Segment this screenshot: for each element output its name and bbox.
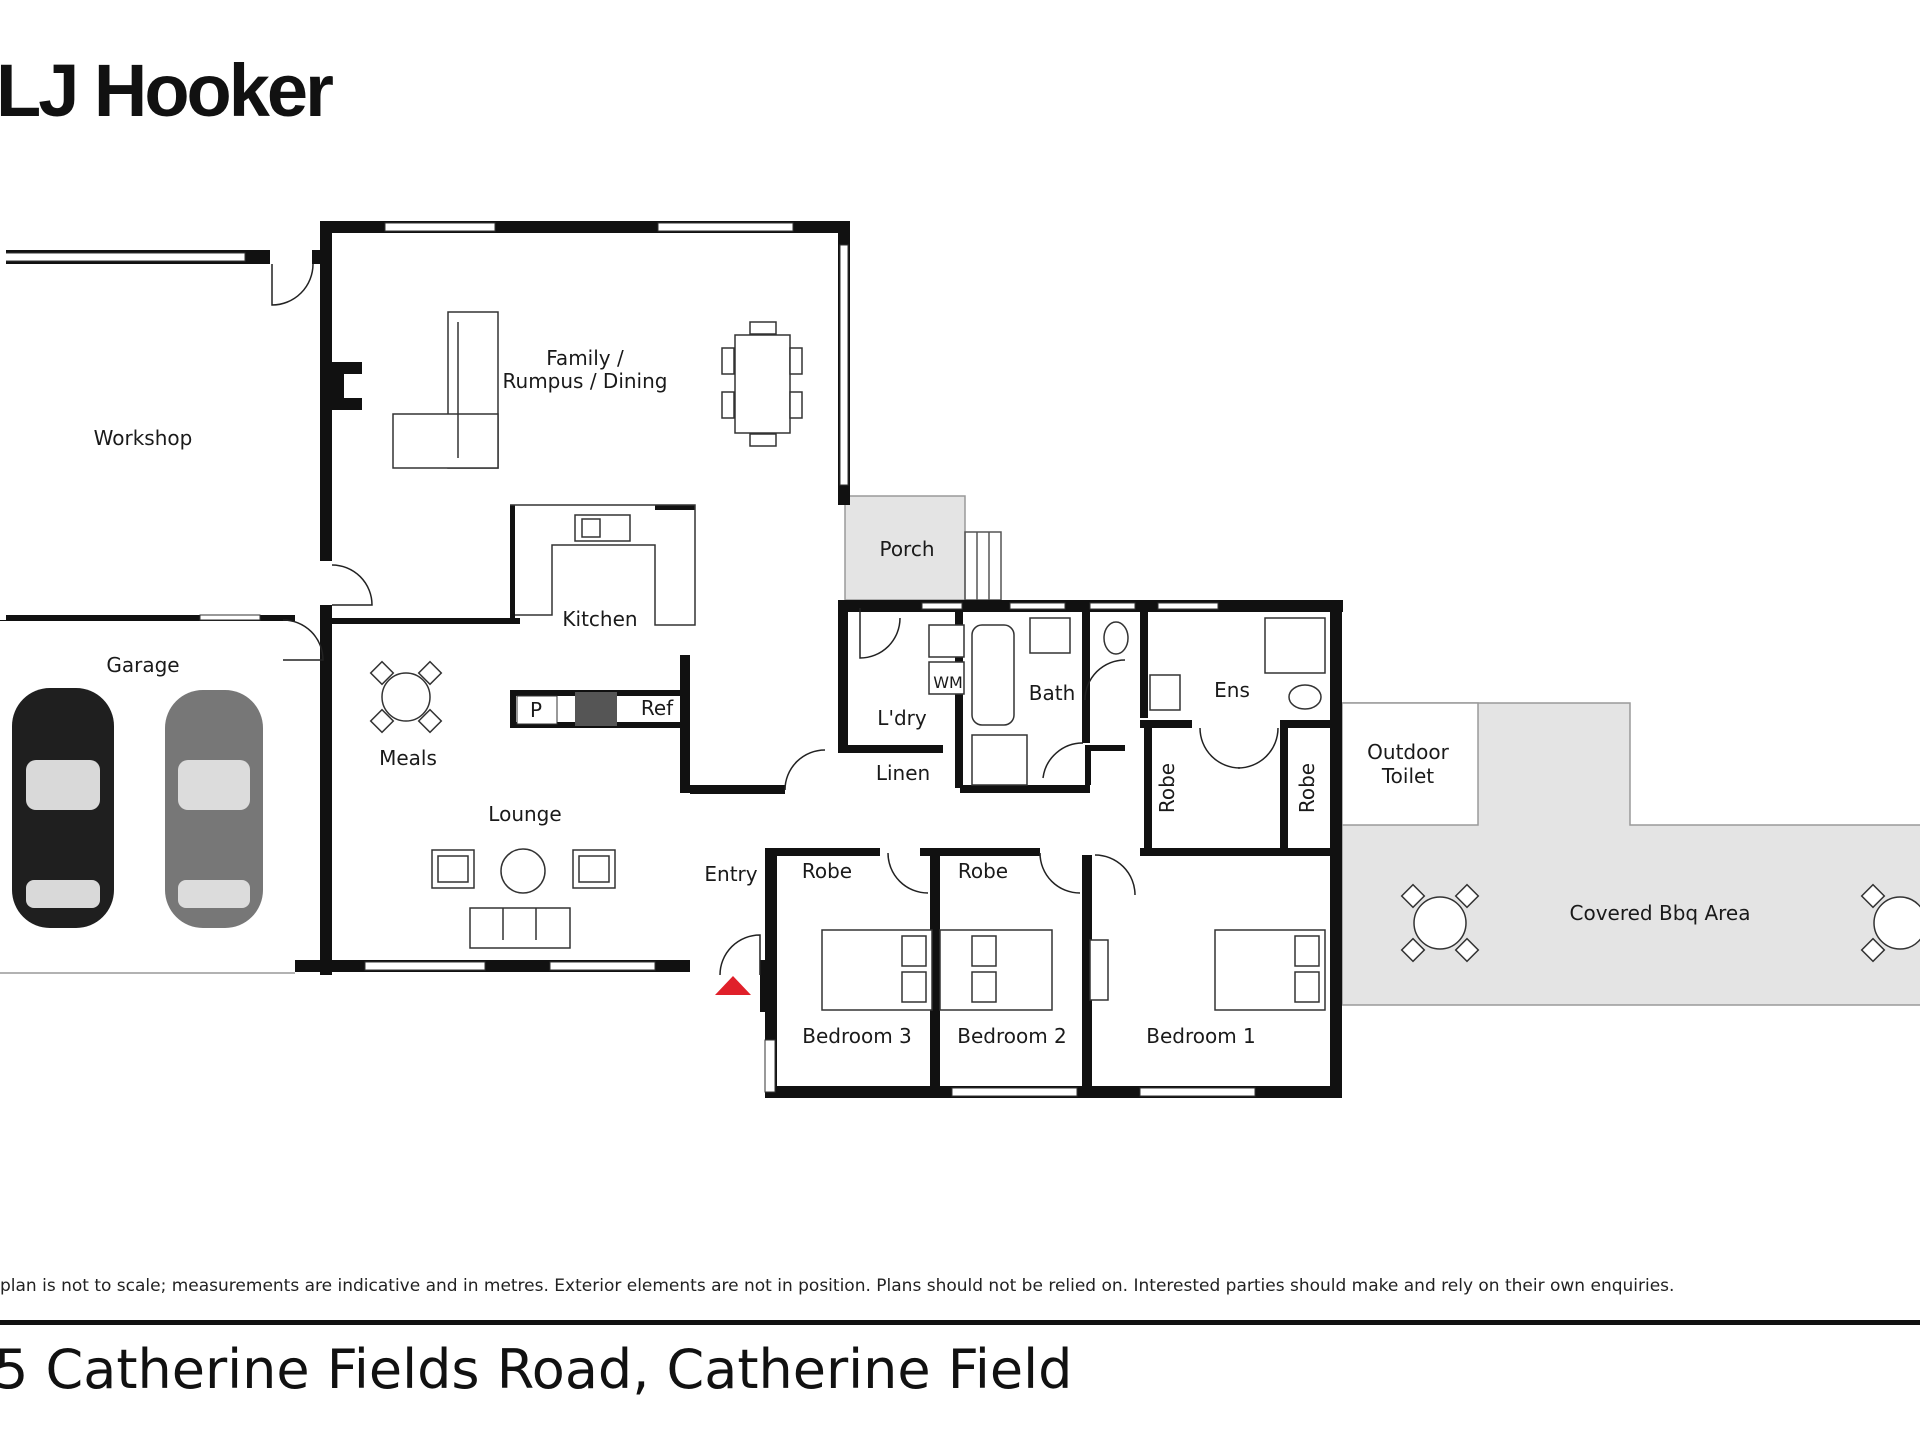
label-linen: Linen <box>876 761 930 785</box>
lounge-furniture <box>431 848 616 949</box>
bbq-tables <box>1400 883 1920 963</box>
beds <box>821 929 1326 1011</box>
label-pantry: P <box>530 698 542 722</box>
porch-area <box>844 495 966 601</box>
garage-cars <box>12 688 263 928</box>
brand-logo: LJ Hooker <box>0 49 334 132</box>
label-entry: Entry <box>704 862 757 886</box>
label-robe-ens: Robe <box>1295 763 1319 813</box>
meals-table <box>369 660 443 734</box>
door-swings <box>271 263 1279 976</box>
label-porch: Porch <box>879 537 934 561</box>
property-address: 5 Catherine Fields Road, Catherine Field <box>0 1338 1073 1401</box>
label-laundry: L'dry <box>877 706 927 730</box>
label-meals: Meals <box>379 746 437 770</box>
walls <box>0 221 1343 1098</box>
outdoor-areas <box>844 495 1920 1006</box>
label-robe-2: Robe <box>958 859 1008 883</box>
label-robe-3: Robe <box>802 859 852 883</box>
label-robe-1: Robe <box>1155 763 1179 813</box>
label-workshop: Workshop <box>94 426 193 450</box>
disclaimer-text: plan is not to scale; measurements are i… <box>0 1276 1675 1296</box>
label-bath: Bath <box>1029 681 1076 705</box>
windows <box>0 222 1256 1097</box>
label-lounge: Lounge <box>488 802 561 826</box>
kitchen-bench <box>510 504 696 626</box>
label-outdoor-1: Outdoor <box>1367 740 1449 764</box>
label-kitchen: Kitchen <box>562 607 637 631</box>
room-labels: Workshop Family / Rumpus / Dining Porch … <box>94 346 1751 1048</box>
family-sofa <box>392 311 499 469</box>
label-fridge: Ref <box>641 696 674 720</box>
label-family-1: Family / <box>546 346 624 370</box>
bathroom-fixtures <box>928 617 1326 786</box>
label-bedroom-2: Bedroom 2 <box>957 1024 1067 1048</box>
entry-marker <box>715 976 751 995</box>
cooktop <box>575 692 617 726</box>
label-bedroom-1: Bedroom 1 <box>1146 1024 1256 1048</box>
label-ensuite: Ens <box>1214 678 1250 702</box>
label-wm: WM <box>933 673 963 692</box>
label-garage: Garage <box>106 653 179 677</box>
label-outdoor-2: Toilet <box>1381 764 1434 788</box>
porch-steps <box>964 531 1002 601</box>
label-bbq: Covered Bbq Area <box>1570 901 1751 925</box>
dining-table <box>721 321 803 447</box>
label-bedroom-3: Bedroom 3 <box>802 1024 912 1048</box>
label-family-2: Rumpus / Dining <box>503 369 668 393</box>
footer-divider <box>0 1320 1920 1325</box>
